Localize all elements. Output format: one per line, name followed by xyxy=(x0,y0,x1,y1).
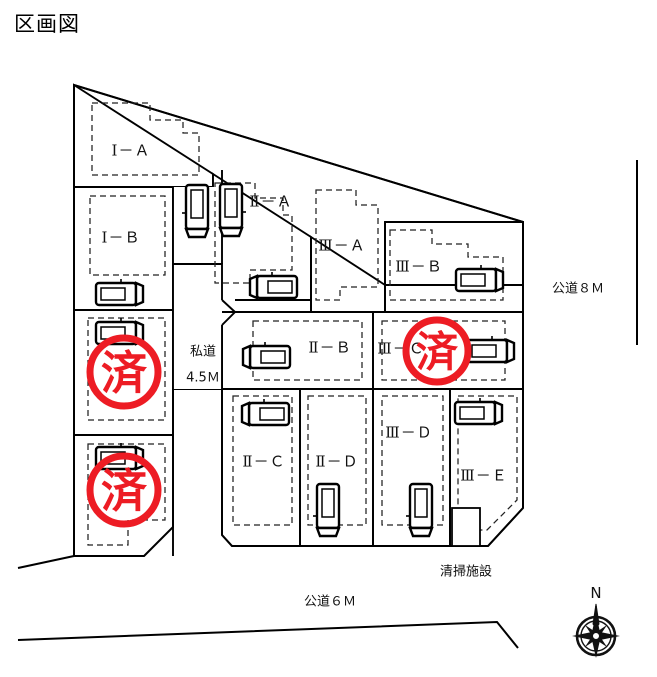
lot-label-I-B: Ⅰ－Ｂ xyxy=(102,230,141,246)
lot-dividers xyxy=(74,186,524,546)
lot-label-II-C: Ⅱ－Ｃ xyxy=(242,454,285,470)
road-label-private-1: 私道 xyxy=(190,345,216,360)
lot-label-III-A: Ⅲ－Ａ xyxy=(318,238,365,254)
building-I-D xyxy=(87,443,166,546)
car-lane-left xyxy=(182,183,210,239)
car-iii-c xyxy=(465,336,516,364)
road-edges xyxy=(17,160,638,649)
road-label-private-2: 4.5Ｍ xyxy=(186,371,220,386)
road-label-public-8m: 公道８Ｍ xyxy=(552,282,604,297)
compass-rose: N xyxy=(572,584,620,658)
car-i-b xyxy=(94,279,145,307)
lot-label-II-A: Ⅱ－Ａ xyxy=(249,194,292,210)
car-ii-b xyxy=(241,342,292,370)
car-lane-right xyxy=(218,182,246,238)
page-title: 区画図 xyxy=(14,12,80,36)
lot-label-III-C: Ⅲ－Ｃ xyxy=(377,341,424,357)
sold-stamp-I-C: 済 xyxy=(86,334,162,410)
compass-north-label: N xyxy=(590,584,601,602)
building-III-A xyxy=(315,189,379,301)
lot-I-A[interactable] xyxy=(73,83,214,188)
building-III-B xyxy=(389,229,504,301)
lot-label-III-E: Ⅲ－Ｅ xyxy=(460,468,507,484)
lot-labels: Ⅰ－Ａ Ⅰ－Ｂ Ⅱ－Ａ Ⅱ－Ｂ Ⅱ－Ｃ Ⅱ－Ｄ Ⅲ－Ａ Ⅲ－Ｂ Ⅲ－Ｃ Ⅲ－Ｄ … xyxy=(102,143,507,484)
building-I-B xyxy=(89,195,166,276)
road-label-public-6m: 公道６Ｍ xyxy=(304,595,356,610)
sold-stamp-char: 済 xyxy=(101,346,148,400)
building-III-D xyxy=(381,395,444,526)
sold-stamp-char: 済 xyxy=(416,328,459,377)
sold-stamp-I-D: 済 xyxy=(86,452,162,528)
building-I-A xyxy=(91,102,200,176)
sold-stamps: 済 済 済 xyxy=(86,316,472,528)
building-II-C xyxy=(232,395,293,526)
car-ii-c xyxy=(240,399,291,427)
car-ii-d xyxy=(313,482,341,538)
sold-stamp-III-C: 済 xyxy=(402,316,472,386)
car-iii-b xyxy=(454,265,505,293)
building-I-C xyxy=(87,317,166,421)
lot-label-II-B: Ⅱ－Ｂ xyxy=(308,340,351,356)
car-ii-a xyxy=(248,272,299,300)
building-II-A xyxy=(214,182,293,284)
sold-stamp-char: 済 xyxy=(101,464,148,518)
car-icons xyxy=(94,182,516,538)
road-edge-south xyxy=(17,620,519,649)
lot-label-I-A: Ⅰ－Ａ xyxy=(112,143,151,159)
lot-label-III-B: Ⅲ－Ｂ xyxy=(395,259,442,275)
car-iii-e xyxy=(453,398,504,426)
car-iii-d xyxy=(406,482,434,538)
building-II-B xyxy=(252,320,363,381)
site-edge-south xyxy=(17,555,75,569)
building-III-E xyxy=(457,395,518,531)
building-III-C xyxy=(381,320,506,381)
cleaning-facility-box[interactable] xyxy=(451,507,481,547)
lot-label-II-D: Ⅱ－Ｄ xyxy=(315,454,358,470)
facility-label: 清掃施設 xyxy=(440,564,492,580)
road-labels: 公道８Ｍ 公道６Ｍ 私道 4.5Ｍ 清掃施設 xyxy=(186,282,604,610)
lot-label-III-D: Ⅲ－Ｄ xyxy=(385,425,432,441)
building-footprints xyxy=(87,102,518,546)
